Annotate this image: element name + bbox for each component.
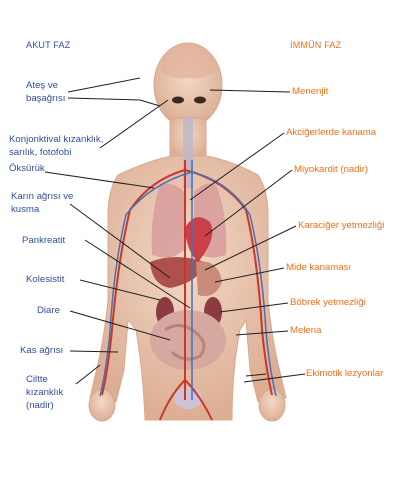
label-myocarditis: Miyokardit (nadir)	[294, 164, 368, 177]
label-cholecystitis: Kolesistit	[26, 274, 64, 287]
label-gastric-bleeding: Mide kanaması	[286, 262, 351, 275]
label-line: (nadir)	[26, 400, 63, 413]
label-line: Ateş ve	[26, 80, 65, 93]
label-pancreatitis: Pankreatit	[22, 235, 65, 248]
label-ecchymotic-lesions: Ekimotik lezyonlar	[306, 368, 383, 381]
label-line: sarılık, fotofobi	[9, 147, 103, 160]
intestines	[150, 310, 226, 370]
label-skin-rash: Ciltte kızanklık (nadir)	[26, 374, 63, 413]
label-melena: Melena	[290, 325, 321, 338]
label-cough: Öksürük	[9, 163, 45, 176]
label-fever-headache: Ateş ve başağrısı	[26, 80, 65, 106]
label-line: Karın ağrısı ve	[11, 191, 73, 204]
label-abdominal-pain: Karın ağrısı ve kusma	[11, 191, 73, 217]
label-lung-bleeding: Akciğerlerde kanama	[286, 127, 376, 140]
immune-phase-header: İMMÜN FAZ	[290, 40, 341, 50]
label-diarrhea: Diare	[37, 305, 60, 318]
label-line: Konjonktival kızanklık,	[9, 134, 103, 147]
label-kidney-failure: Böbrek yetmezliği	[290, 297, 366, 310]
brain	[160, 44, 218, 78]
label-line: Ciltte	[26, 374, 63, 387]
label-meningitis: Menenjit	[292, 86, 328, 99]
label-line: kusma	[11, 204, 73, 217]
acute-phase-header: AKUT FAZ	[26, 40, 70, 50]
label-line: kızanklık	[26, 387, 63, 400]
label-liver-failure: Karaciğer yetmezliği	[298, 220, 384, 233]
label-line: başağrısı	[26, 93, 65, 106]
label-muscle-pain: Kas ağrısı	[20, 345, 63, 358]
bladder	[174, 387, 202, 409]
label-conjunctival: Konjonktival kızanklık, sarılık, fotofob…	[9, 134, 103, 160]
